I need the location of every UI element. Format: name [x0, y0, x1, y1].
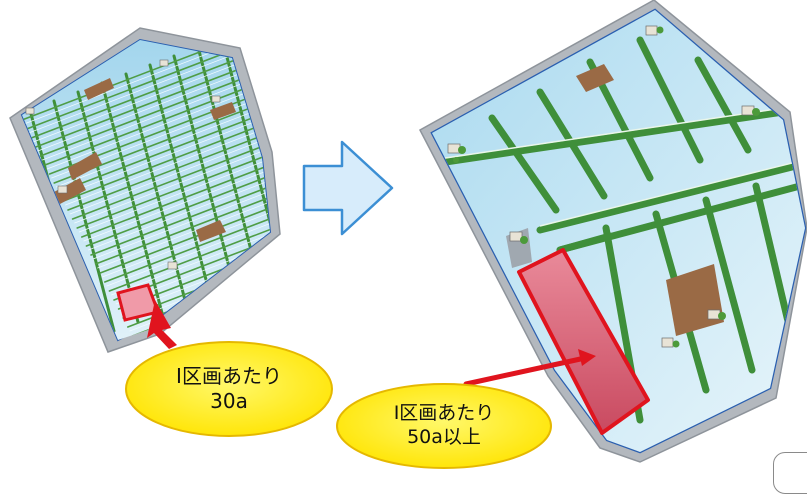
pointer-line-after — [463, 355, 588, 387]
callout-before-line2: 30a — [210, 389, 248, 413]
field-after — [418, 0, 807, 463]
callout-before: Ⅰ区画あたり 30a — [126, 342, 332, 436]
callout-after-line2: 50a以上 — [407, 426, 481, 448]
callout-before-line1: Ⅰ区画あたり — [176, 364, 282, 388]
callout-bubble-after — [336, 383, 552, 469]
plot-50a-highlight — [517, 248, 650, 435]
farmland-consolidation-diagram — [9, 0, 807, 469]
pointer-arrow-before — [147, 300, 177, 349]
field-before — [9, 27, 281, 353]
callout-after-line1: Ⅰ区画あたり — [393, 402, 495, 425]
corner-fragment — [773, 452, 807, 494]
callout-after: Ⅰ区画あたり 50a以上 — [337, 384, 551, 468]
transition-arrow-icon — [302, 140, 394, 236]
callout-bubble-before — [125, 341, 333, 437]
